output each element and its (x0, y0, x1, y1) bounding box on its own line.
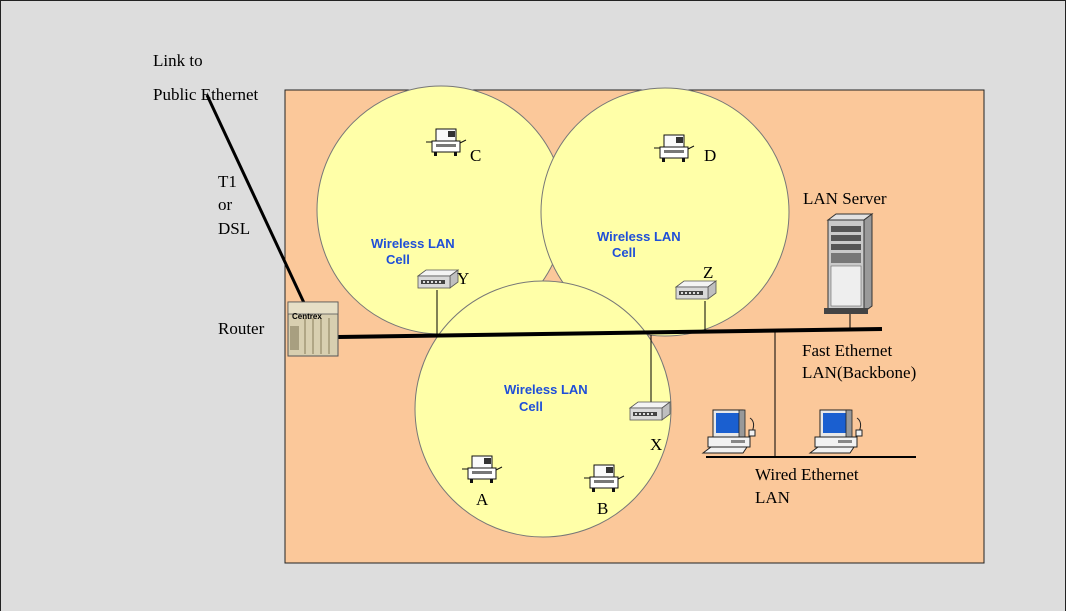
client-d-label: D (704, 146, 716, 165)
dsl-label: DSL (218, 219, 250, 238)
cell-1-title: Wireless LAN (371, 236, 455, 251)
access-point-z-icon (676, 281, 716, 299)
or-label: or (218, 195, 233, 214)
router-icon: Centrex (288, 302, 338, 356)
cell-2-title: Wireless LAN (597, 229, 681, 244)
access-point-y-icon (418, 270, 458, 288)
client-c-label: C (470, 146, 481, 165)
server-icon (824, 214, 872, 314)
t1-label: T1 (218, 172, 237, 191)
cell-3-title: Wireless LAN (504, 382, 588, 397)
router-label: Router (218, 319, 265, 338)
lan-server-label: LAN Server (803, 189, 887, 208)
access-point-z-label: Z (703, 263, 713, 282)
wired-ethernet-label-line1: Wired Ethernet (755, 465, 859, 484)
fast-ethernet-label-line1: Fast Ethernet (802, 341, 892, 360)
client-a-label: A (476, 490, 489, 509)
cell-1-subtitle: Cell (386, 252, 410, 267)
access-point-x-label: X (650, 435, 662, 454)
link-label-line1: Link to (153, 51, 203, 70)
access-point-x-icon (630, 402, 670, 420)
access-point-y-label: Y (457, 269, 469, 288)
link-label-line2: Public Ethernet (153, 85, 259, 104)
cell-3-subtitle: Cell (519, 399, 543, 414)
fast-ethernet-label-line2: LAN(Backbone) (802, 363, 916, 382)
wired-ethernet-label-line2: LAN (755, 488, 790, 507)
router-badge: Centrex (292, 312, 322, 321)
client-b-label: B (597, 499, 608, 518)
cell-2-subtitle: Cell (612, 245, 636, 260)
